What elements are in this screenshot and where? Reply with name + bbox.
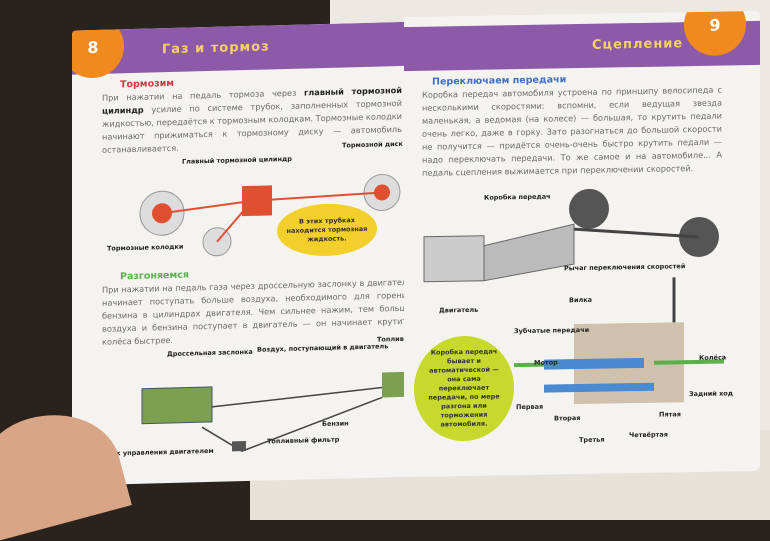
right-page: 9 Сцепление Переключаем передачи Коробка…: [404, 10, 760, 478]
label: Бензин: [322, 419, 349, 429]
speech-bubble: Коробка передач бывает и автоматической …: [414, 335, 514, 442]
gearbox-illustration: [423, 188, 724, 405]
brake-system-illustration: [139, 173, 401, 257]
label: Первая: [516, 402, 544, 412]
label: Вторая: [554, 414, 581, 423]
page-title: Сцепление: [592, 36, 684, 53]
label: Тормозной диск: [342, 139, 403, 150]
section-heading: Разгоняемся: [120, 269, 189, 283]
label: Вилка: [569, 295, 593, 305]
engine-fuel-illustration: [141, 371, 412, 452]
label: Колёса: [699, 353, 727, 362]
section-heading: Тормозим: [120, 77, 175, 91]
label: Задний ход: [689, 389, 734, 399]
label: Двигатель: [439, 305, 479, 315]
label: Пятая: [659, 410, 681, 419]
label: Коробка передач: [484, 192, 551, 202]
label: Мотор: [534, 358, 558, 367]
left-page: 8 Газ и тормоз Тормозим При нажатии на п…: [72, 21, 422, 486]
label: Зубчатые передачи: [514, 325, 590, 336]
paragraph: При нажатии на педаль газа через дроссел…: [102, 276, 412, 347]
label: Третья: [579, 435, 605, 445]
label: Четвёртая: [629, 430, 668, 440]
paragraph: Коробка передач автомобиля устроена по п…: [422, 84, 722, 178]
page-title: Газ и тормоз: [162, 39, 270, 58]
